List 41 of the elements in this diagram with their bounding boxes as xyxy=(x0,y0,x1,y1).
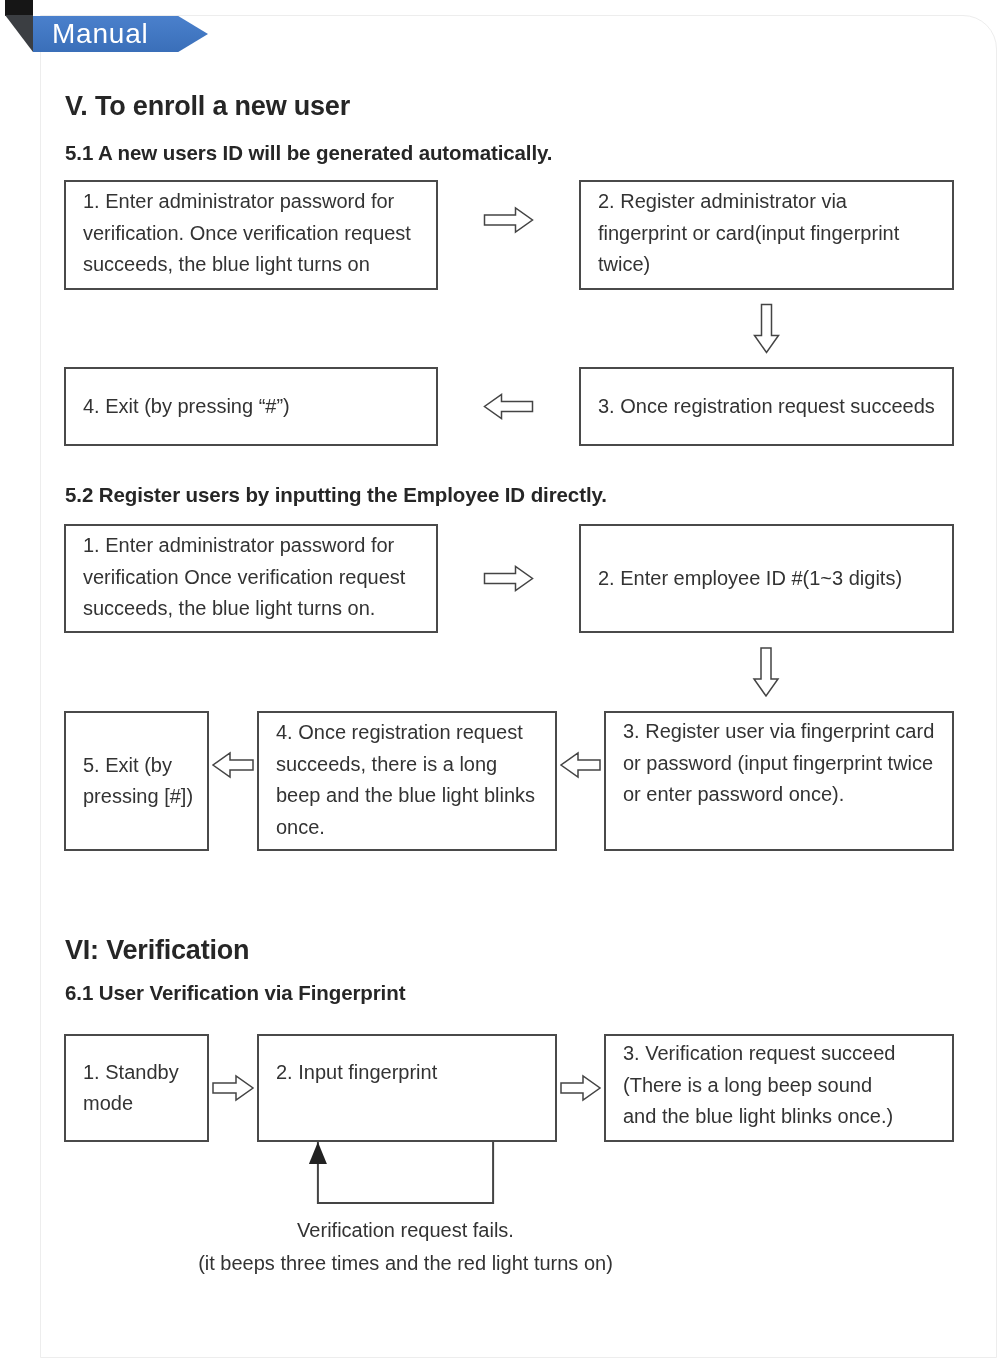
step-text: 3. Once registration request succeeds xyxy=(598,393,936,419)
arrow xyxy=(483,206,534,234)
arrow xyxy=(752,647,780,698)
step-box xyxy=(604,1034,954,1142)
step-text: 3. Verification request succeed (There is a long beep sound and the blue light blinks once.) xyxy=(623,1041,897,1129)
step-box xyxy=(64,524,438,633)
arrow xyxy=(212,1074,255,1102)
step-text: 4. Once registration request succeeds, there is a long beep and the blue light blinks once. xyxy=(276,720,537,840)
step-box xyxy=(64,367,438,446)
step-text: 2. Input fingerprint xyxy=(276,1060,439,1085)
step-box xyxy=(579,367,954,446)
step-text: 2. Enter employee ID #(1~3 digits) xyxy=(598,565,904,591)
step-box xyxy=(579,180,954,290)
subsection-heading: 5.2 Register users by inputting the Employee ID directly. xyxy=(65,482,607,507)
step-box xyxy=(64,1034,209,1142)
step-box xyxy=(64,180,438,290)
step-box xyxy=(257,711,557,851)
tab-banner xyxy=(33,16,208,52)
step-box xyxy=(579,524,954,633)
loop-arrow xyxy=(308,1141,495,1204)
step-text: 3. Register user via fingerprint card or password (input fingerprint twice or enter password once). xyxy=(623,719,936,807)
tab-label: Manual xyxy=(52,17,149,51)
step-box xyxy=(604,711,954,851)
arrow xyxy=(483,565,534,592)
subsection-heading: 6.1 User Verification via Fingerprint xyxy=(65,980,406,1005)
arrow xyxy=(753,303,780,354)
arrow xyxy=(483,393,534,420)
arrow xyxy=(559,751,601,779)
step-text: 2. Register administrator via fingerprint or card(input fingerprint twice) xyxy=(598,189,901,277)
arrow xyxy=(211,751,254,779)
arrow xyxy=(560,1074,602,1102)
step-text: 1. Enter administrator password for verification Once verification request succeeds, the blue light turns on. xyxy=(83,533,407,621)
section-heading: VI: Verification xyxy=(65,934,250,966)
step-box xyxy=(64,711,209,851)
step-box xyxy=(257,1034,557,1142)
step-text: 4. Exit (by pressing “#”) xyxy=(83,393,291,419)
step-text: 5. Exit (by pressing [#]) xyxy=(83,752,195,809)
section-heading: V. To enroll a new user xyxy=(65,90,350,122)
subsection-heading: 5.1 A new users ID will be generated automatically. xyxy=(65,140,553,165)
step-text: 1. Enter administrator password for verification. Once verification request succeeds, the blue light turns on xyxy=(83,189,412,277)
step-text: 1. Standby mode xyxy=(83,1059,180,1116)
